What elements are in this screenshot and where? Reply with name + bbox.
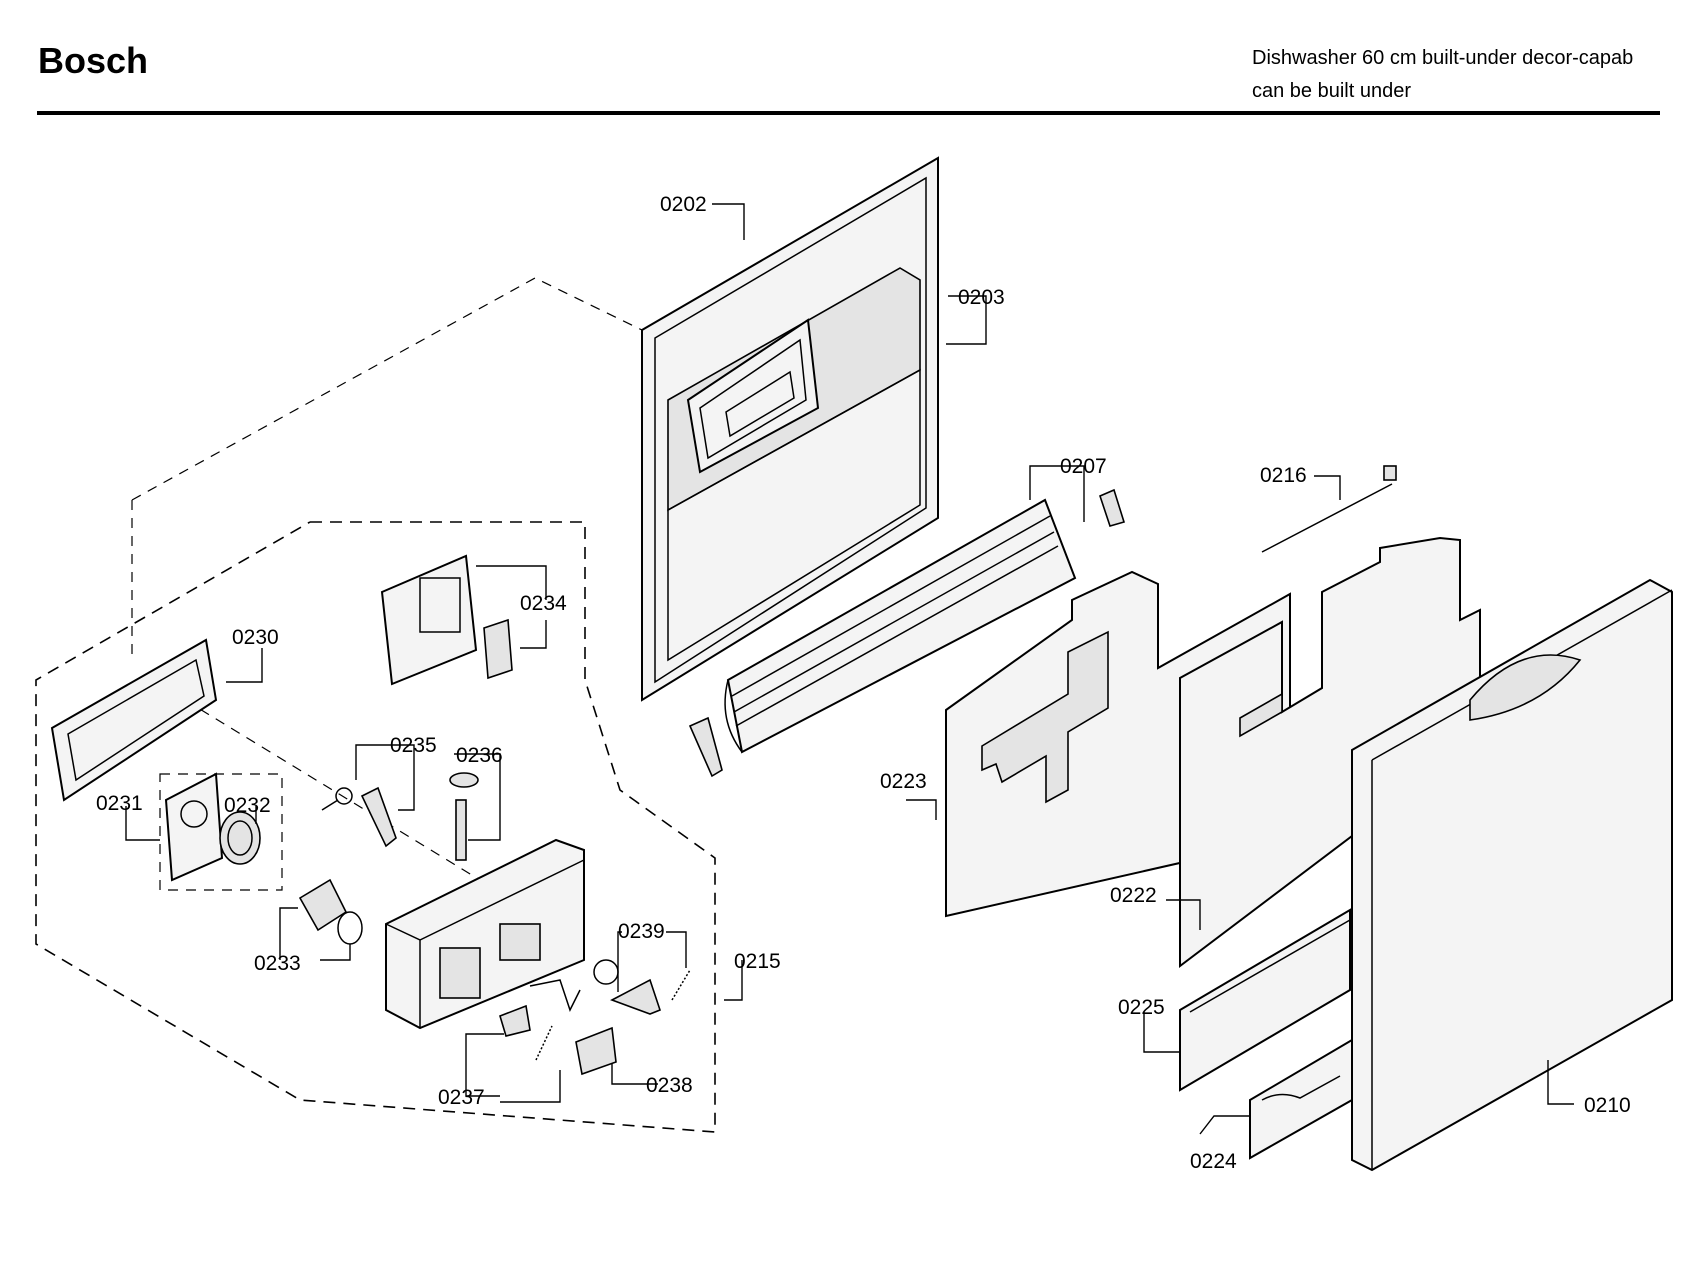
model-description: Dishwasher 60 cm built-under decor-capab… bbox=[1252, 42, 1688, 108]
dashed-guide-top bbox=[131, 277, 643, 501]
callout-0202: 0202 bbox=[660, 193, 707, 216]
callout-0207: 0207 bbox=[1060, 455, 1107, 478]
header-divider bbox=[37, 111, 1660, 115]
description-line-1: Dishwasher 60 cm built-under decor-capab bbox=[1252, 47, 1634, 69]
part-pin bbox=[449, 772, 479, 861]
callout-0236: 0236 bbox=[456, 744, 503, 767]
callout-0233: 0233 bbox=[254, 952, 301, 975]
part-lever bbox=[610, 978, 661, 1015]
callout-0232: 0232 bbox=[224, 794, 271, 817]
callout-0234: 0234 bbox=[520, 592, 567, 615]
callout-0210: 0210 bbox=[1584, 1094, 1631, 1117]
part-cover-plate bbox=[380, 554, 513, 686]
callout-0224: 0224 bbox=[1190, 1150, 1237, 1173]
part-outer-door bbox=[1351, 578, 1673, 1172]
callout-0215: 0215 bbox=[734, 950, 781, 973]
part-bottom-strip bbox=[1179, 908, 1351, 1092]
part-ball bbox=[593, 959, 619, 985]
part-control-frame bbox=[50, 638, 218, 802]
part-spring bbox=[321, 787, 353, 811]
part-rod bbox=[1261, 465, 1397, 553]
part-wire-harness bbox=[499, 979, 581, 1037]
part-control-unit bbox=[385, 838, 585, 1030]
part-latch-hook bbox=[360, 786, 397, 848]
part-hinge-bracket bbox=[1099, 488, 1126, 527]
callout-0237: 0237 bbox=[438, 1086, 485, 1109]
dashed-inset-box bbox=[159, 773, 283, 891]
part-switch bbox=[575, 1026, 617, 1076]
description-line-2: can be built under bbox=[1252, 80, 1412, 102]
dashed-assembly-outline bbox=[35, 521, 716, 1133]
dashed-guide-latch bbox=[184, 699, 481, 881]
callout-0231: 0231 bbox=[96, 792, 143, 815]
part-inner-door-panel bbox=[641, 156, 939, 702]
part-nozzle bbox=[298, 878, 363, 945]
leader-lines bbox=[125, 203, 1574, 1135]
part-base-trim bbox=[1249, 1038, 1353, 1160]
callout-0238: 0238 bbox=[646, 1074, 693, 1097]
callout-0230: 0230 bbox=[232, 626, 279, 649]
part-spring-3 bbox=[535, 1025, 553, 1061]
callout-0216: 0216 bbox=[1260, 464, 1307, 487]
part-seal-ring bbox=[219, 811, 261, 865]
callout-0225: 0225 bbox=[1118, 996, 1165, 1019]
part-aquastop-cover bbox=[164, 772, 224, 882]
part-door-trim-strip bbox=[688, 498, 1077, 778]
callout-0203: 0203 bbox=[958, 286, 1005, 309]
brand-title: Bosch bbox=[38, 40, 149, 81]
callout-0223: 0223 bbox=[880, 770, 927, 793]
part-spring-2 bbox=[671, 969, 691, 1001]
callout-0239: 0239 bbox=[618, 920, 665, 943]
callout-0235: 0235 bbox=[390, 734, 437, 757]
callout-0222: 0222 bbox=[1110, 884, 1157, 907]
